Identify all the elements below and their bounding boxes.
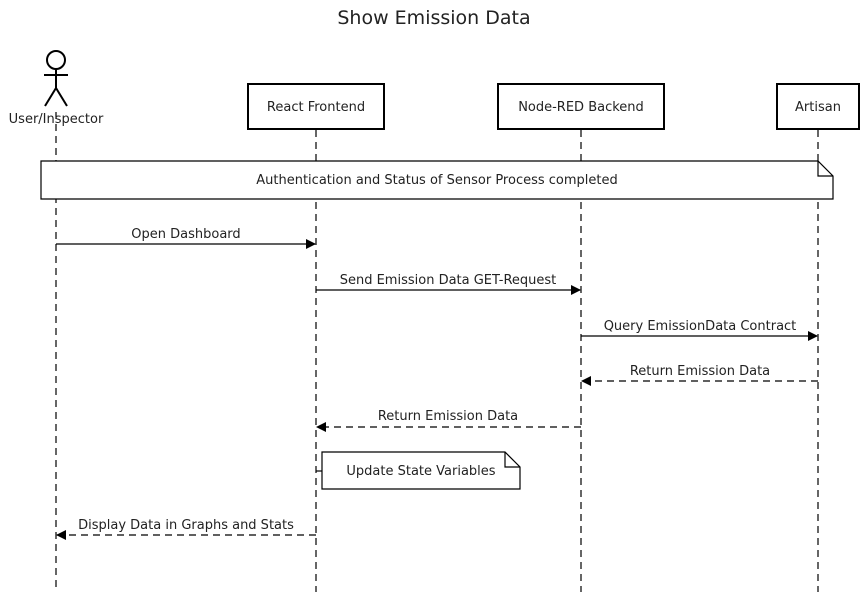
diagram-title: Show Emission Data [337,7,530,29]
note-update-state: Update State Variables [316,451,521,490]
participant-artisan: Artisan [776,83,860,130]
participant-frontend: React Frontend [247,83,385,130]
note-update-state-label: Update State Variables [346,464,495,479]
actor-user-icon [44,50,68,107]
participant-backend-label: Node-RED Backend [518,100,644,115]
message-query-contract-label: Query EmissionData Contract [604,319,797,334]
note-auth-status: Authentication and Status of Sensor Proc… [40,160,834,200]
message-return-frontend-label: Return Emission Data [378,409,518,424]
participant-backend: Node-RED Backend [497,83,665,130]
participant-user-label: User/Inspector [9,112,104,127]
participant-frontend-label: React Frontend [267,100,365,115]
message-display-data-label: Display Data in Graphs and Stats [78,518,294,533]
participant-artisan-label: Artisan [795,100,841,115]
note-auth-status-label: Authentication and Status of Sensor Proc… [256,173,618,188]
message-open-dashboard-label: Open Dashboard [131,227,240,242]
message-get-request-label: Send Emission Data GET-Request [340,273,557,288]
message-return-backend-label: Return Emission Data [630,364,770,379]
